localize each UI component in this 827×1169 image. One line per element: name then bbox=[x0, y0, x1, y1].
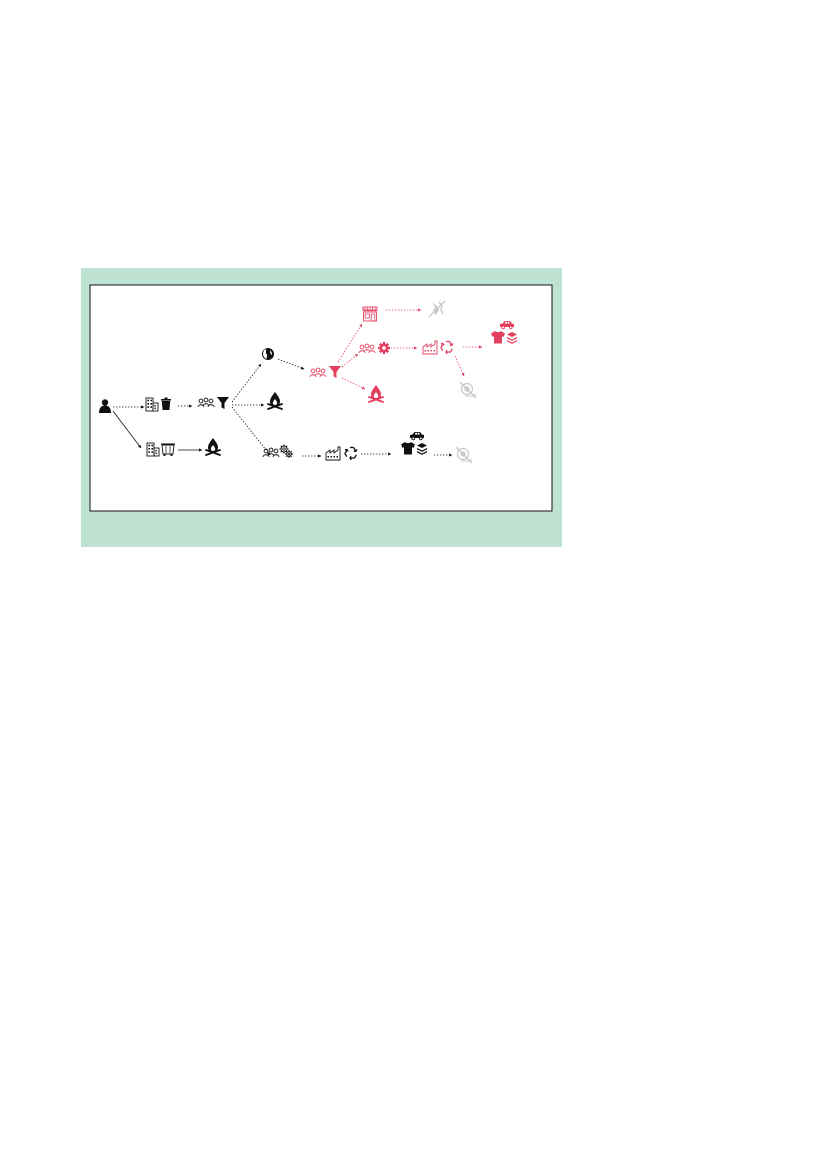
node-incineration-1 bbox=[205, 438, 221, 456]
no-recycling-icon bbox=[455, 446, 473, 464]
diagram-panel bbox=[81, 268, 562, 547]
filter-funnel-icon bbox=[217, 397, 229, 409]
car-icon bbox=[500, 321, 514, 330]
node-people-filter bbox=[197, 397, 229, 409]
edges-layer bbox=[112, 308, 483, 458]
node-no-recycling-1 bbox=[455, 446, 473, 464]
node-car-shirt-layers-1 bbox=[401, 432, 427, 455]
node-globe-export bbox=[262, 348, 274, 360]
incineration-icon bbox=[368, 385, 384, 403]
waste-container-icon bbox=[161, 443, 175, 457]
node-incineration-red bbox=[368, 385, 384, 403]
tshirt-icon bbox=[401, 442, 415, 455]
people-icon bbox=[197, 397, 215, 408]
factory-icon bbox=[325, 446, 341, 461]
edge-factory-recycle-red-to-no-recycling-2 bbox=[454, 355, 465, 377]
tshirt-icon bbox=[491, 331, 505, 344]
diagram-frame bbox=[89, 284, 553, 512]
edge-people-filter-red-to-people-gear-red bbox=[341, 353, 359, 368]
gear-icon bbox=[378, 342, 390, 354]
node-building-container bbox=[146, 442, 175, 457]
node-building-bin bbox=[145, 397, 171, 412]
gears-icon bbox=[279, 444, 293, 458]
no-reuse-icon bbox=[428, 300, 446, 318]
layers-icon bbox=[417, 443, 427, 455]
people-icon bbox=[262, 447, 280, 458]
filter-funnel-icon bbox=[329, 366, 341, 378]
factory-icon bbox=[422, 340, 438, 355]
node-no-recycling-2 bbox=[459, 381, 477, 399]
recycle-icon bbox=[344, 446, 358, 461]
node-people-filter-red bbox=[309, 366, 341, 378]
textile-waste-flow-diagram bbox=[81, 268, 562, 547]
nodes-layer bbox=[99, 300, 517, 464]
incineration-icon bbox=[267, 392, 283, 410]
edge-people-filter-to-people-gears bbox=[231, 406, 271, 456]
no-recycling-icon bbox=[459, 381, 477, 399]
people-icon bbox=[358, 343, 376, 354]
building-icon bbox=[145, 397, 159, 412]
node-factory-recycle-1 bbox=[325, 446, 358, 461]
trash-bin-icon bbox=[161, 397, 171, 410]
shop-icon bbox=[362, 306, 378, 322]
globe-icon bbox=[262, 348, 274, 360]
incineration-icon bbox=[205, 438, 221, 456]
building-icon bbox=[146, 442, 160, 457]
edge-people-filter-to-globe-export bbox=[231, 363, 262, 403]
node-people-gears bbox=[262, 444, 293, 458]
people-icon bbox=[309, 367, 327, 378]
edge-people-filter-red-to-incineration-red bbox=[341, 377, 366, 390]
person-icon bbox=[99, 399, 111, 413]
recycle-icon bbox=[440, 340, 454, 355]
node-incineration-2 bbox=[267, 392, 283, 410]
car-icon bbox=[410, 432, 424, 441]
edge-person-to-building-container bbox=[112, 410, 142, 449]
layers-icon bbox=[507, 332, 517, 344]
node-no-reuse bbox=[428, 300, 446, 318]
node-person bbox=[99, 399, 111, 413]
node-factory-recycle-red bbox=[422, 340, 454, 355]
node-car-shirt-layers-red bbox=[491, 321, 517, 344]
node-shop bbox=[362, 306, 378, 322]
node-people-gear-red bbox=[358, 342, 390, 354]
